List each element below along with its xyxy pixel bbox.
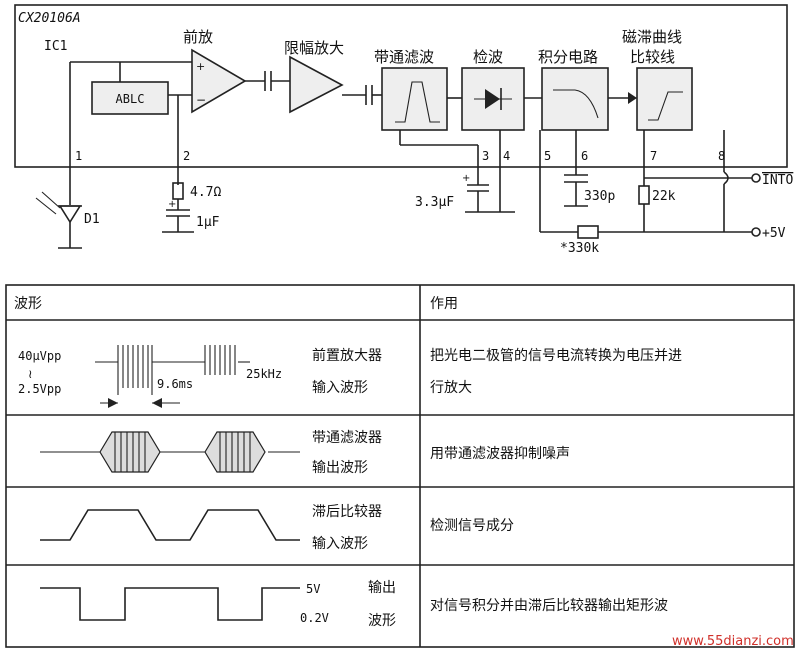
row4-effect: 对信号积分并由滞后比较器输出矩形波 bbox=[430, 598, 668, 614]
comparator-label-2: 比较线 bbox=[630, 48, 675, 66]
bp-burst-2 bbox=[204, 431, 266, 473]
into-terminal bbox=[751, 173, 761, 183]
output-square-wave bbox=[40, 587, 300, 621]
waveform-table: 波形 作用 40μVpp ≀ 2.5Vpp bbox=[5, 284, 795, 648]
pin-7: 7 bbox=[650, 149, 657, 163]
row2-effect: 用带通滤波器抑制噪声 bbox=[430, 446, 570, 462]
cap6-value: 330p bbox=[584, 189, 615, 204]
limiter-triangle bbox=[289, 55, 344, 114]
preamp-label: 前放 bbox=[183, 28, 213, 46]
ablc-block bbox=[91, 81, 169, 115]
wave1-vpp: 40μVpp bbox=[18, 349, 61, 363]
burst-2 bbox=[204, 345, 236, 375]
cap1-value: 1μF bbox=[196, 215, 220, 230]
bandpass-label: 带通滤波 bbox=[374, 48, 434, 66]
resistor-value: 4.7Ω bbox=[190, 185, 221, 200]
chip-name: CX20106A bbox=[18, 11, 81, 26]
row1-label-2: 输入波形 bbox=[312, 380, 368, 396]
d1-label: D1 bbox=[84, 212, 100, 227]
burst-1 bbox=[117, 345, 153, 395]
row2-label-2: 输出波形 bbox=[312, 460, 368, 476]
row4-label-2: 波形 bbox=[368, 613, 396, 629]
row4-label-1: 输出 bbox=[368, 580, 396, 596]
row2-label-1: 带通滤波器 bbox=[312, 430, 382, 446]
row3-label-2: 输入波形 bbox=[312, 536, 368, 552]
header-waveform: 波形 bbox=[14, 296, 42, 312]
comparator-input-wave bbox=[40, 509, 300, 541]
ic-label: IC1 bbox=[44, 39, 67, 54]
row1-effect-2: 行放大 bbox=[430, 380, 472, 396]
resistor-4-7 bbox=[172, 182, 184, 200]
cap3-value: 3.3μF bbox=[415, 195, 454, 210]
comparator-block bbox=[636, 67, 693, 131]
photodiode bbox=[58, 205, 82, 224]
into-label: INTO bbox=[762, 173, 793, 188]
pin-5: 5 bbox=[544, 149, 551, 163]
chip-outline bbox=[14, 4, 788, 168]
r330-value: *330k bbox=[560, 241, 599, 256]
pin-8: 8 bbox=[718, 149, 725, 163]
wave1-freq: 25kHz bbox=[246, 367, 282, 381]
watermark: www.55dianzi.com bbox=[672, 634, 794, 649]
wave4-low: 0.2V bbox=[300, 611, 329, 625]
row3-effect: 检测信号成分 bbox=[430, 518, 514, 534]
r7-value: 22k bbox=[652, 189, 676, 204]
limiter-label: 限幅放大 bbox=[284, 39, 344, 57]
row1-label-1: 前置放大器 bbox=[312, 347, 382, 364]
integrator-block bbox=[541, 67, 609, 131]
detector-label: 检波 bbox=[473, 48, 503, 66]
svg-text:+: + bbox=[168, 199, 176, 210]
bp-burst-1 bbox=[99, 431, 161, 473]
bandpass-block bbox=[381, 67, 448, 131]
row3-label-1: 滞后比较器 bbox=[312, 504, 382, 520]
vcc-terminal bbox=[751, 227, 761, 237]
circuit-diagram: CX20106A IC1 ABLC 1 + − 前放 2 4.7Ω + 1μF bbox=[14, 4, 793, 256]
ablc-label: ABLC bbox=[116, 92, 145, 106]
comparator-label-1: 磁滞曲线 bbox=[622, 28, 682, 46]
resistor-22k bbox=[638, 185, 650, 205]
pin-4: 4 bbox=[503, 149, 510, 163]
row1-effect: 把光电二极管的信号电流转换为电压并进 bbox=[430, 347, 682, 364]
svg-text:+: + bbox=[196, 60, 205, 73]
header-effect: 作用 bbox=[430, 296, 458, 312]
wave1-tilde: ≀ bbox=[28, 367, 33, 381]
pin-2: 2 bbox=[183, 149, 190, 163]
svg-text:−: − bbox=[196, 93, 206, 107]
vcc-label: +5V bbox=[762, 226, 786, 241]
resistor-330k bbox=[577, 225, 599, 239]
pin-6: 6 bbox=[581, 149, 588, 163]
svg-text:+: + bbox=[462, 173, 470, 184]
wave1-vpp2: 2.5Vpp bbox=[18, 382, 61, 396]
wave1-period: 9.6ms bbox=[157, 377, 193, 391]
preamp-triangle bbox=[191, 48, 247, 114]
pin-1: 1 bbox=[75, 149, 82, 163]
wave4-high: 5V bbox=[306, 582, 320, 596]
integrator-label: 积分电路 bbox=[538, 48, 598, 66]
pin-3: 3 bbox=[482, 149, 489, 163]
